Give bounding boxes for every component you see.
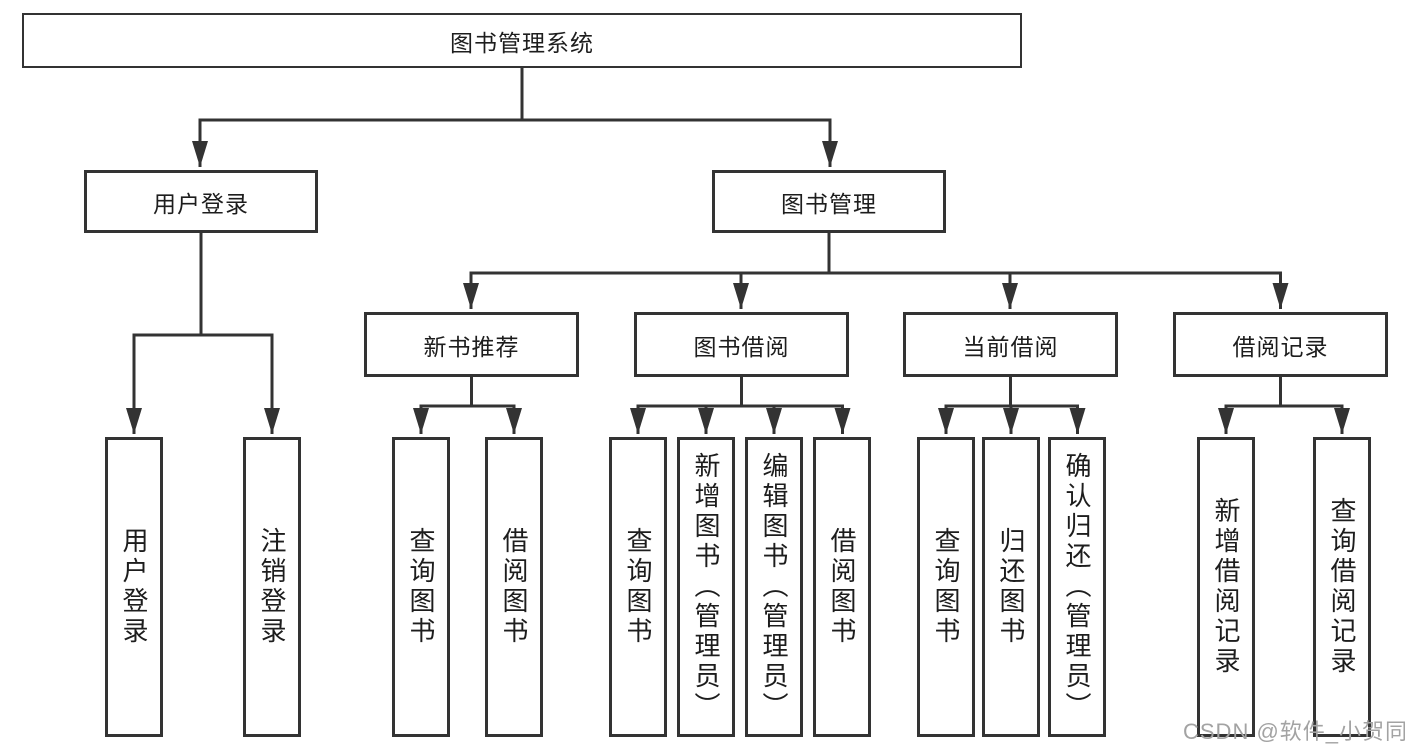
node-borrowing-records: 借阅记录 <box>1173 312 1388 377</box>
node-query-books-borrow: 查询图书 <box>609 437 667 737</box>
node-borrow-books-recommend: 借阅图书 <box>485 437 543 737</box>
leaf-label: 新增图书（管理员） <box>691 452 721 722</box>
leaf-label: 查询图书 <box>623 527 653 647</box>
leaf-label: 归还图书 <box>996 527 1026 647</box>
leaf-label: 借阅图书 <box>827 527 857 647</box>
node-return-books: 归还图书 <box>982 437 1040 737</box>
leaf-label: 查询借阅记录 <box>1327 497 1357 677</box>
node-borrow-books: 借阅图书 <box>813 437 871 737</box>
leaf-label: 用户登录 <box>119 527 149 647</box>
node-system-root: 图书管理系统 <box>22 13 1022 68</box>
leaf-label: 查询图书 <box>406 527 436 647</box>
leaf-label: 查询图书 <box>931 527 961 647</box>
leaf-label: 注销登录 <box>257 527 287 647</box>
leaf-label: 确认归还（管理员） <box>1062 452 1092 722</box>
node-book-borrowing: 图书借阅 <box>634 312 849 377</box>
leaf-label: 借阅图书 <box>499 527 529 647</box>
node-query-books-recommend: 查询图书 <box>392 437 450 737</box>
node-logout-action: 注销登录 <box>243 437 301 737</box>
leaf-label: 新增借阅记录 <box>1211 497 1241 677</box>
node-query-books-current: 查询图书 <box>917 437 975 737</box>
node-add-borrow-record: 新增借阅记录 <box>1197 437 1255 737</box>
node-add-books-admin: 新增图书（管理员） <box>677 437 735 737</box>
node-current-borrowing: 当前借阅 <box>903 312 1118 377</box>
node-new-book-recommend: 新书推荐 <box>364 312 579 377</box>
node-edit-books-admin: 编辑图书（管理员） <box>745 437 803 737</box>
node-user-login-action: 用户登录 <box>105 437 163 737</box>
csdn-watermark: CSDN @软件_小贺同学 <box>1183 719 1405 744</box>
node-confirm-return-admin: 确认归还（管理员） <box>1048 437 1106 737</box>
node-book-management-branch: 图书管理 <box>712 170 946 233</box>
node-user-login-branch: 用户登录 <box>84 170 318 233</box>
leaf-label: 编辑图书（管理员） <box>759 452 789 722</box>
node-query-borrow-record: 查询借阅记录 <box>1313 437 1371 737</box>
